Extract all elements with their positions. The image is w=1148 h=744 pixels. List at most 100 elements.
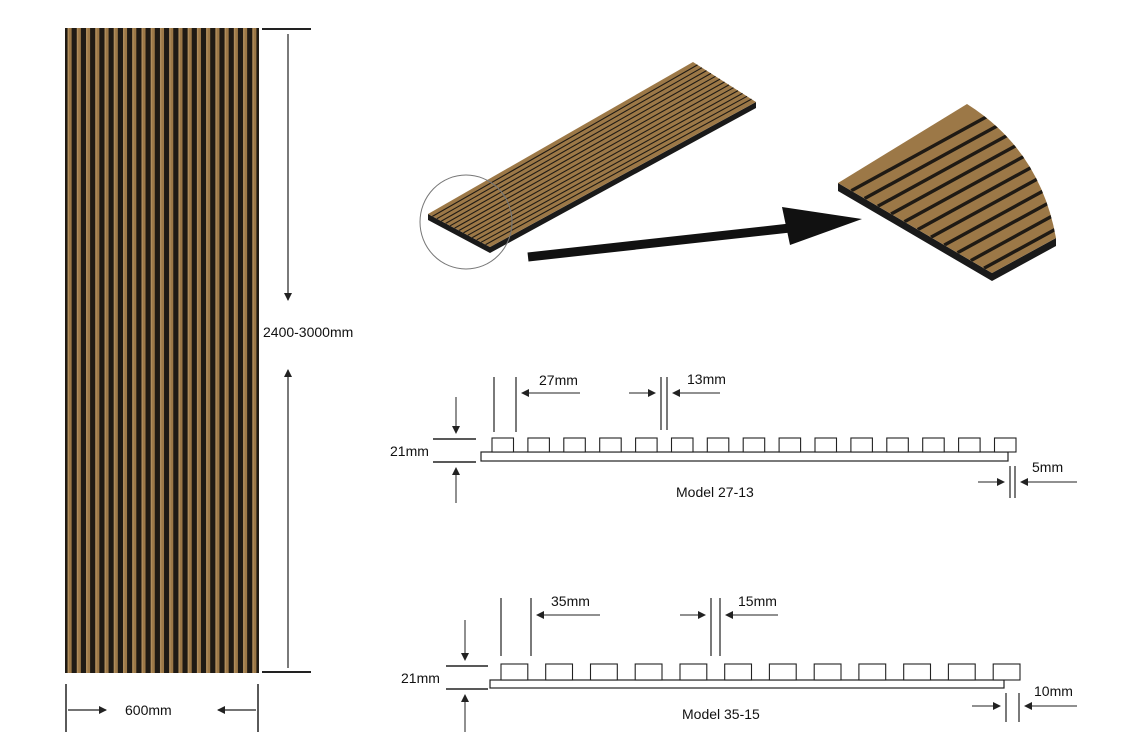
panel-highlight	[262, 28, 263, 673]
model-b-slats	[500, 663, 1021, 681]
model-b-thickness-label: 21mm	[401, 670, 440, 686]
model-b-base-label: 10mm	[1034, 683, 1073, 699]
model-a-gap-label: 13mm	[687, 371, 726, 387]
model-b-base	[489, 679, 1005, 689]
panel-groove	[90, 28, 96, 673]
panel-highlight	[123, 28, 125, 673]
iso-panel-top	[428, 62, 756, 247]
model-a-base-label: 5mm	[1032, 459, 1063, 475]
panel-grooves	[65, 28, 263, 673]
panel-highlight	[104, 28, 106, 673]
iso-groove	[449, 75, 716, 227]
slat	[706, 437, 730, 453]
slat	[679, 663, 708, 681]
model-a-slat-width-label: 27mm	[539, 372, 578, 388]
panel-groove	[65, 28, 68, 673]
panel-groove	[210, 28, 216, 673]
detail-view	[838, 104, 1056, 281]
panel-highlight	[233, 28, 236, 673]
panel-groove	[219, 28, 225, 673]
iso-groove	[454, 78, 721, 229]
panel-groove	[200, 28, 207, 673]
panel-highlight	[76, 28, 79, 673]
panel-groove	[237, 28, 244, 673]
panel-groove	[228, 28, 234, 673]
slat	[903, 663, 932, 681]
panel-highlight	[95, 28, 97, 673]
panel-groove	[80, 28, 87, 673]
iso-groove	[445, 72, 712, 224]
detail-groove	[969, 155, 1056, 263]
panel-groove	[127, 28, 133, 673]
panel-groove	[71, 28, 77, 673]
isometric-panel	[419, 62, 756, 270]
model-b-slat-width-label: 35mm	[551, 593, 590, 609]
panel-highlight	[86, 28, 88, 673]
iso-groove	[480, 95, 748, 243]
panel-groove	[145, 28, 151, 673]
slat	[768, 663, 797, 681]
model-a-base	[480, 451, 1009, 462]
model-a-name: Model 27-13	[676, 484, 754, 500]
iso-groove	[458, 81, 725, 231]
panel-groove	[154, 28, 160, 673]
panel-highlight	[67, 28, 69, 673]
panel-groove	[164, 28, 170, 673]
iso-groove	[467, 87, 734, 236]
slat	[993, 437, 1017, 453]
model-b-gap-label: 15mm	[738, 593, 777, 609]
panel-highlight	[178, 28, 180, 673]
model-b-name: Model 35-15	[682, 706, 760, 722]
slat	[589, 663, 618, 681]
slat	[947, 663, 976, 681]
model-a-section: 27mm 13mm 21mm 5mm Model 27-13	[390, 371, 1077, 503]
panel-groove	[191, 28, 197, 673]
detail-groove	[983, 162, 1056, 270]
panel-highlight	[215, 28, 217, 673]
model-a-slats	[491, 437, 1017, 453]
slat	[500, 663, 529, 681]
iso-panel-grooves	[432, 64, 752, 246]
width-dimension: 600mm	[65, 684, 259, 732]
detail-groove	[903, 116, 1056, 224]
panel-groove	[136, 28, 142, 673]
slat	[599, 437, 622, 453]
iso-groove	[436, 67, 703, 220]
panel-highlight	[206, 28, 208, 673]
panel-highlight	[159, 28, 162, 673]
iso-groove	[441, 70, 707, 222]
slat	[814, 437, 838, 453]
detail-top	[838, 104, 1056, 273]
panel-groove	[99, 28, 105, 673]
slat	[563, 437, 586, 453]
slat	[491, 437, 515, 453]
slat	[858, 663, 887, 681]
panel-groove	[108, 28, 114, 673]
panel-highlight	[141, 28, 143, 673]
panel-highlight	[252, 28, 254, 673]
slat	[850, 437, 873, 453]
model-a-thickness-label: 21mm	[390, 443, 429, 459]
panel-highlight	[150, 28, 153, 673]
iso-groove	[463, 84, 730, 234]
slat	[527, 437, 550, 453]
height-dimension: 2400-3000mm	[262, 28, 353, 673]
slat	[635, 437, 658, 453]
panel-highlight	[187, 28, 190, 673]
front-panel	[65, 28, 263, 673]
model-b-section: 35mm 15mm 21mm 10mm Model 35-15	[401, 593, 1077, 732]
panel-background	[65, 28, 259, 673]
panel-highlight	[113, 28, 116, 673]
slat	[670, 437, 694, 453]
width-label: 600mm	[125, 702, 172, 718]
slat	[922, 437, 945, 453]
detail-groove	[943, 139, 1056, 247]
slat	[742, 437, 766, 453]
slat	[992, 663, 1021, 681]
detail-groove	[930, 131, 1056, 239]
panel-highlight	[196, 28, 199, 673]
iso-groove	[485, 98, 752, 246]
slat	[778, 437, 802, 453]
zoom-arrow	[527, 207, 862, 262]
